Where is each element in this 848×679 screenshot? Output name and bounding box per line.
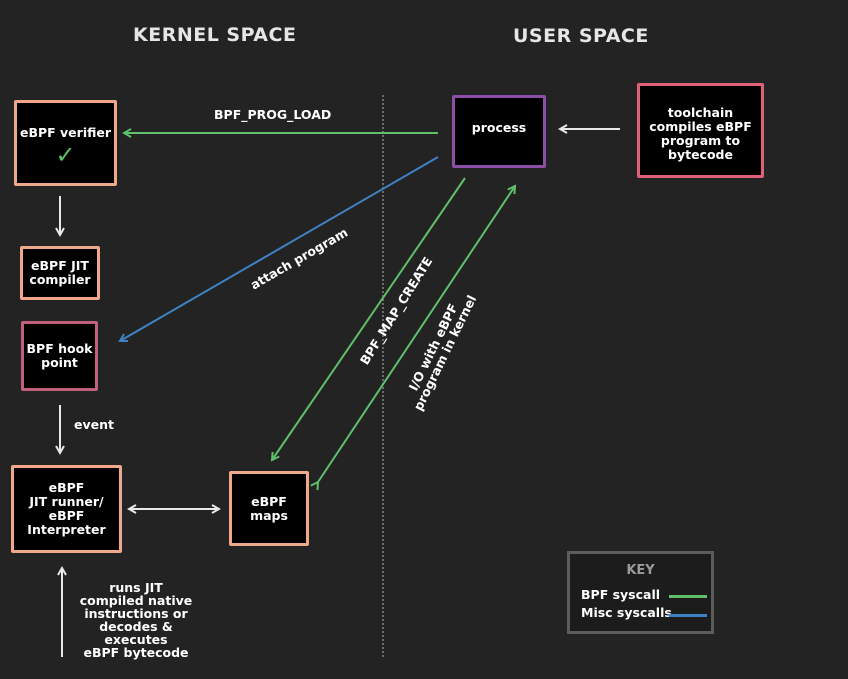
ebpf-jit-compiler-box: eBPF JIT compiler (20, 246, 100, 300)
kernel-space-title: KERNEL SPACE (133, 24, 297, 46)
ebpf-jit-runner-box: eBPF JIT runner/ eBPF Interpreter (11, 465, 122, 553)
key-misc-syscalls-swatch (669, 614, 707, 617)
ebpf-jit-runner-label: eBPF JIT runner/ eBPF Interpreter (27, 480, 106, 537)
user-space-title: USER SPACE (513, 25, 649, 47)
bpf-hook-point-box: BPF hook point (21, 321, 98, 391)
key-misc-syscalls-label: Misc syscalls (581, 605, 672, 620)
bpf-hook-point-label: BPF hook point (26, 341, 93, 370)
key-bpf-syscall-label: BPF syscall (581, 587, 661, 602)
ebpf-jit-compiler-label: eBPF JIT compiler (29, 258, 91, 287)
ebpf-maps-box: eBPF maps (229, 471, 309, 546)
ebpf-verifier-label: eBPF verifier (19, 125, 112, 140)
bpf-prog-load-label: BPF_PROG_LOAD (214, 107, 332, 122)
process-box: process (452, 95, 546, 168)
key-bpf-syscall-swatch (669, 595, 707, 598)
toolchain-box: toolchain compiles eBPF program to bytec… (637, 83, 764, 178)
event-label: event (74, 417, 114, 432)
arrow-io-with-program (318, 186, 515, 482)
toolchain-label: toolchain compiles eBPF program to bytec… (649, 105, 752, 162)
runs-jit-label: runs JIT compiled native instructions or… (79, 580, 193, 660)
ebpf-verifier-box: eBPF verifier ✓ (14, 100, 117, 186)
arrow-map-create (272, 177, 466, 460)
process-label: process (471, 120, 527, 135)
ebpf-maps-label: eBPF maps (250, 493, 288, 523)
key-title: KEY (626, 563, 655, 578)
checkmark-icon: ✓ (55, 141, 76, 169)
key-legend: KEY BPF syscall Misc syscalls (567, 551, 714, 634)
